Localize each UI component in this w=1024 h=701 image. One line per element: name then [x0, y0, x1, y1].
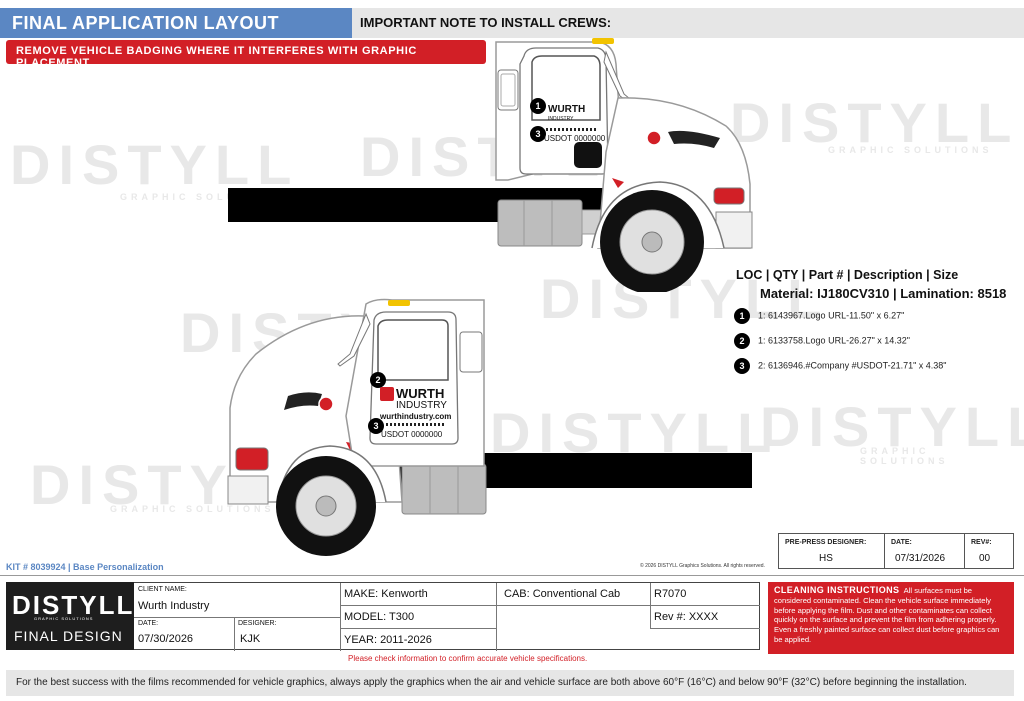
legend-item: 2 1: 6133758.Logo URL-26.27" x 14.32": [734, 333, 910, 349]
watermark-tagline: GRAPHIC SOLUTIONS: [120, 192, 285, 202]
truck-driver-view: [227, 298, 487, 556]
layout-title: FINAL APPLICATION LAYOUT: [12, 13, 280, 33]
prepress-designer-value: HS: [819, 553, 833, 564]
prepress-rev-value: 00: [979, 553, 991, 564]
prepress-rev-label: REV#:: [971, 539, 992, 546]
design-date-label: DATE:: [138, 620, 159, 627]
prepress-date-value: 07/31/2026: [895, 553, 946, 564]
wurth-logo-mark-icon: [380, 387, 394, 401]
design-date-value: 07/30/2026: [138, 633, 194, 645]
kit-number: KIT # 8039924 | Base Personalization: [6, 562, 164, 572]
watermark-tagline: GRAPHIC SOLUTIONS: [860, 446, 949, 466]
legend-item-number: 1: [734, 308, 750, 324]
title-block-rev: Rev #: XXXX: [654, 611, 719, 623]
callout-1-marker: 1: [530, 98, 546, 114]
callout-3-marker: 3: [530, 126, 546, 142]
title-block: CLIENT NAME: Wurth Industry DATE: 07/30/…: [134, 582, 760, 651]
vehicle-make: MAKE: Kenworth: [344, 588, 428, 600]
prepress-designer-cell: PRE-PRESS DESIGNER: HS: [779, 534, 885, 568]
top-door-logo-industry: INDUSTRY: [548, 116, 574, 122]
prepress-date-cell: DATE: 07/31/2026: [885, 534, 965, 568]
prepress-date-label: DATE:: [891, 539, 912, 546]
callout-2-marker: 2: [370, 372, 386, 388]
prepress-rev-cell: REV#: 00: [965, 534, 1013, 568]
truck-passenger-view: [495, 38, 753, 292]
bottom-door-logo-industry: INDUSTRY: [396, 400, 447, 411]
watermark-tagline: GRAPHIC SOLUTIONS: [828, 145, 993, 155]
logo-tagline: GRAPHIC SOLUTIONS: [34, 616, 94, 621]
install-note-title: IMPORTANT NOTE TO INSTALL CREWS:: [360, 15, 612, 30]
cleaning-instructions: CLEANING INSTRUCTIONS All surfaces must …: [768, 582, 1014, 654]
vehicle-code: R7070: [654, 588, 687, 600]
legend-item-text: 1: 6143967.Logo URL-11.50" x 6.27": [758, 310, 905, 321]
bottom-door-usdot: USDOT 0000000: [381, 430, 443, 439]
copyright-notice: © 2026 DISTYLL Graphics Solutions. All r…: [640, 563, 765, 569]
legend-item-number: 2: [734, 333, 750, 349]
client-name-label: CLIENT NAME:: [138, 586, 187, 593]
cleaning-text: All surfaces must be considered contamin…: [774, 586, 1000, 644]
badging-warning-text: REMOVE VEHICLE BADGING WHERE IT INTERFER…: [16, 45, 417, 69]
legend-title: LOC | QTY | Part # | Description | Size: [736, 268, 959, 282]
application-temperature-note: For the best success with the films reco…: [6, 670, 1014, 696]
prepress-designer-label: PRE-PRESS DESIGNER:: [785, 539, 867, 546]
legend-material: Material: IJ180CV310 | Lamination: 8518: [760, 286, 1007, 301]
designer-value: KJK: [240, 633, 261, 645]
vehicle-cab: CAB: Conventional Cab: [504, 588, 621, 600]
top-door-company-line: [546, 128, 596, 131]
legend-item: 3 2: 6136946.#Company #USDOT-21.71" x 4.3…: [734, 358, 947, 374]
section-divider: [0, 575, 1024, 576]
bottom-door-company-line: [386, 423, 444, 426]
legend-item-text: 2: 6136946.#Company #USDOT-21.71" x 4.38…: [758, 360, 947, 371]
designer-label: DESIGNER:: [238, 620, 277, 627]
badging-warning-banner: REMOVE VEHICLE BADGING WHERE IT INTERFER…: [6, 40, 486, 69]
watermark-tagline: GRAPHIC SOLUTIONS: [110, 504, 275, 514]
install-note-bar: IMPORTANT NOTE TO INSTALL CREWS:: [352, 8, 1024, 38]
callout-3-marker: 3: [368, 418, 384, 434]
prepress-info-box: PRE-PRESS DESIGNER: HS DATE: 07/31/2026 …: [778, 533, 1014, 569]
vehicle-model: MODEL: T300: [344, 611, 415, 623]
spec-check-note: Please check information to confirm accu…: [348, 654, 588, 663]
watermark-brand: DISTYLL: [10, 133, 300, 196]
bottom-door-logo-wurth: WURTH: [396, 386, 445, 401]
cleaning-title: CLEANING INSTRUCTIONS: [774, 585, 900, 595]
layout-title-bar: FINAL APPLICATION LAYOUT: [0, 8, 352, 38]
logo-brand: DISTYLL: [12, 590, 135, 620]
legend-item-text: 1: 6133758.Logo URL-26.27" x 14.32": [758, 335, 911, 346]
watermark-brand: DISTYLL: [760, 395, 1024, 458]
vehicle-year: YEAR: 2011-2026: [344, 634, 432, 646]
top-door-usdot: USDOT 0000000: [544, 134, 606, 143]
bottom-door-website: wurthindustry.com: [380, 412, 452, 421]
legend-item: 1 1: 6143967.Logo URL-11.50" x 6.27": [734, 308, 904, 324]
distyll-logo: DISTYLL GRAPHIC SOLUTIONS FINAL DESIGN: [6, 582, 134, 650]
top-door-logo-wurth: WURTH: [548, 104, 586, 115]
legend-item-number: 3: [734, 358, 750, 374]
client-name-value: Wurth Industry: [138, 600, 210, 612]
watermark-brand: DISTYLL: [730, 91, 1020, 154]
final-design-label: FINAL DESIGN: [14, 628, 123, 644]
temperature-note-text: For the best success with the films reco…: [16, 677, 967, 688]
